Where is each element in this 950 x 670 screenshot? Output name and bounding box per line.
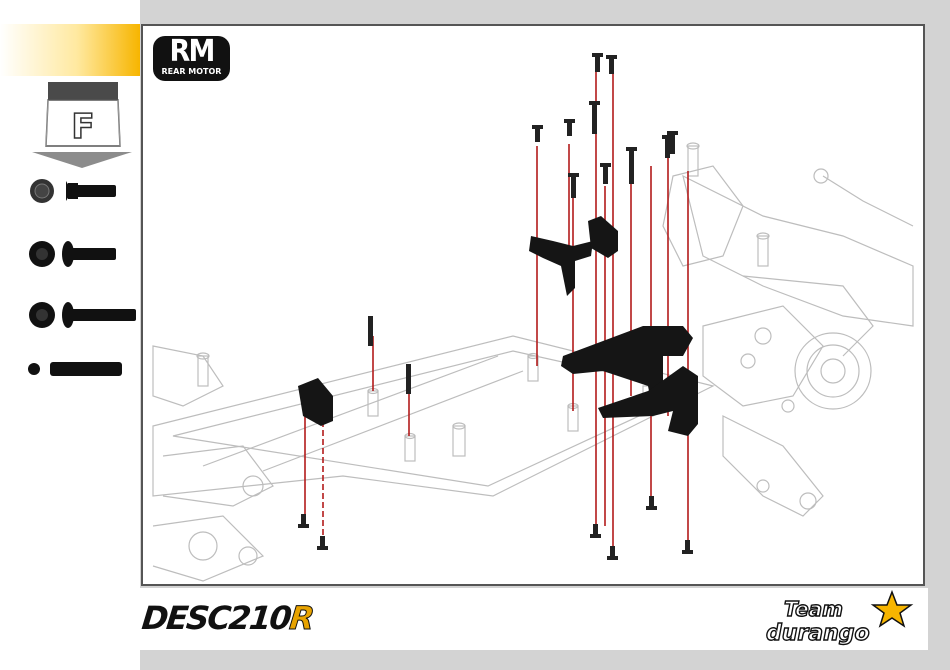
rear-body-mount	[529, 236, 593, 296]
black-mounts	[298, 216, 698, 436]
parts-column: F	[0, 0, 140, 670]
bag-letter: F	[71, 107, 94, 147]
hardware-icons	[22, 172, 140, 392]
team-durango-logo-art: Team durango	[762, 588, 920, 648]
long-button-head-screw-icon	[29, 302, 136, 328]
logo-accent-text: R	[288, 599, 315, 637]
logo-main-text: DESC210	[140, 599, 292, 637]
brand-line1: Team	[784, 597, 843, 621]
desc210r-logo: DESC210R	[140, 598, 315, 638]
screws	[298, 53, 693, 560]
assembly-diagram-frame: RM REAR MOTOR	[141, 24, 925, 586]
parts-list	[22, 172, 140, 392]
parts-bag: F	[30, 80, 134, 172]
parts-bag-icon: F	[30, 80, 134, 172]
button-head-screw-icon	[29, 241, 116, 267]
rear-suspension	[683, 176, 913, 326]
step-tab	[0, 24, 140, 76]
team-durango-logo: Team durango	[762, 588, 920, 648]
front-bumper-mount	[298, 378, 333, 426]
pin-icon	[28, 362, 122, 376]
brand-line2: durango	[766, 621, 870, 646]
front-suspension	[153, 346, 223, 406]
star-icon	[873, 592, 911, 626]
chassis-exploded-view	[143, 26, 923, 584]
flat-head-screw-icon	[30, 179, 116, 203]
